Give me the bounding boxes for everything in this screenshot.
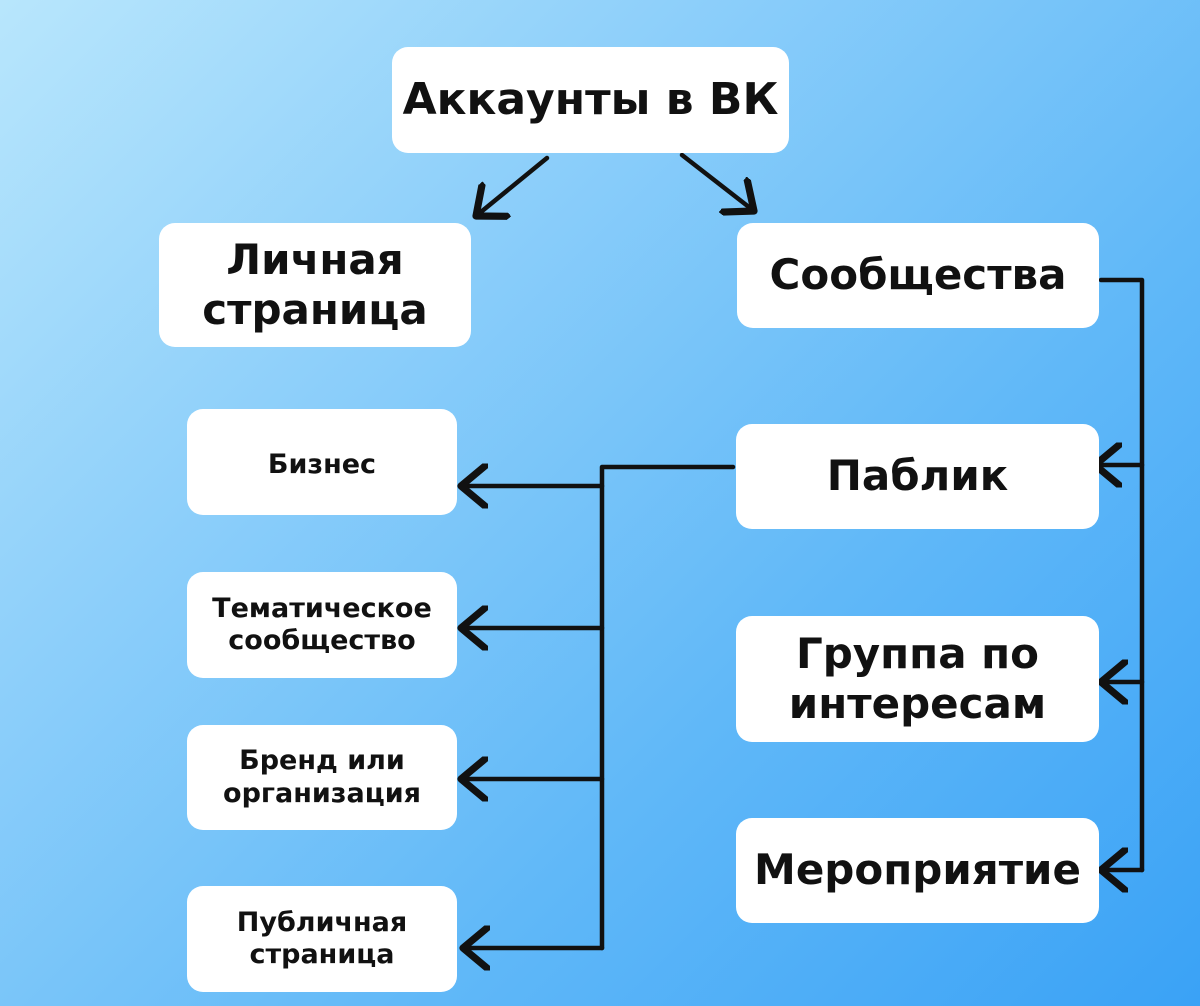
thematic-community-node: Тематическое сообщество: [187, 572, 457, 678]
business-node: Бизнес: [187, 409, 457, 515]
personal-page-node: Личная страница: [159, 223, 471, 347]
business-label: Бизнес: [267, 449, 377, 480]
interest-group-label-line1: Группа по: [795, 628, 1040, 678]
brand-organization-label-line2: организация: [223, 777, 421, 809]
personal-page-label-line2: страница: [202, 285, 428, 334]
thematic-community-label-line1: Тематическое: [212, 592, 432, 624]
arrow-root-to-personal: [476, 155, 550, 216]
public-node: Паблик: [736, 424, 1099, 529]
brand-organization-label-line1: Бренд или: [239, 745, 405, 777]
communities-node: Сообщества: [737, 223, 1099, 328]
arrow-root-to-communities: [679, 152, 754, 211]
brand-organization-node: Бренд или организация: [187, 725, 457, 830]
root-label: Аккаунты в ВК: [402, 73, 779, 125]
public-page-label-line1: Публичная: [236, 906, 408, 938]
root-node: Аккаунты в ВК: [392, 47, 789, 153]
public-page-node: Публичная страница: [187, 886, 457, 992]
communities-label: Сообщества: [769, 250, 1067, 300]
line-public-bracket: [599, 464, 736, 951]
interest-group-label-line2: интересам: [788, 679, 1047, 728]
event-label: Мероприятие: [754, 845, 1081, 895]
interest-group-node: Группа по интересам: [736, 616, 1099, 742]
thematic-community-label-line2: сообщество: [228, 625, 416, 656]
event-node: Мероприятие: [736, 818, 1099, 923]
personal-page-label-line1: Личная: [226, 234, 404, 284]
line-communities-bracket: [1098, 277, 1145, 873]
public-page-label-line2: страница: [249, 939, 395, 970]
public-label: Паблик: [826, 451, 1009, 501]
